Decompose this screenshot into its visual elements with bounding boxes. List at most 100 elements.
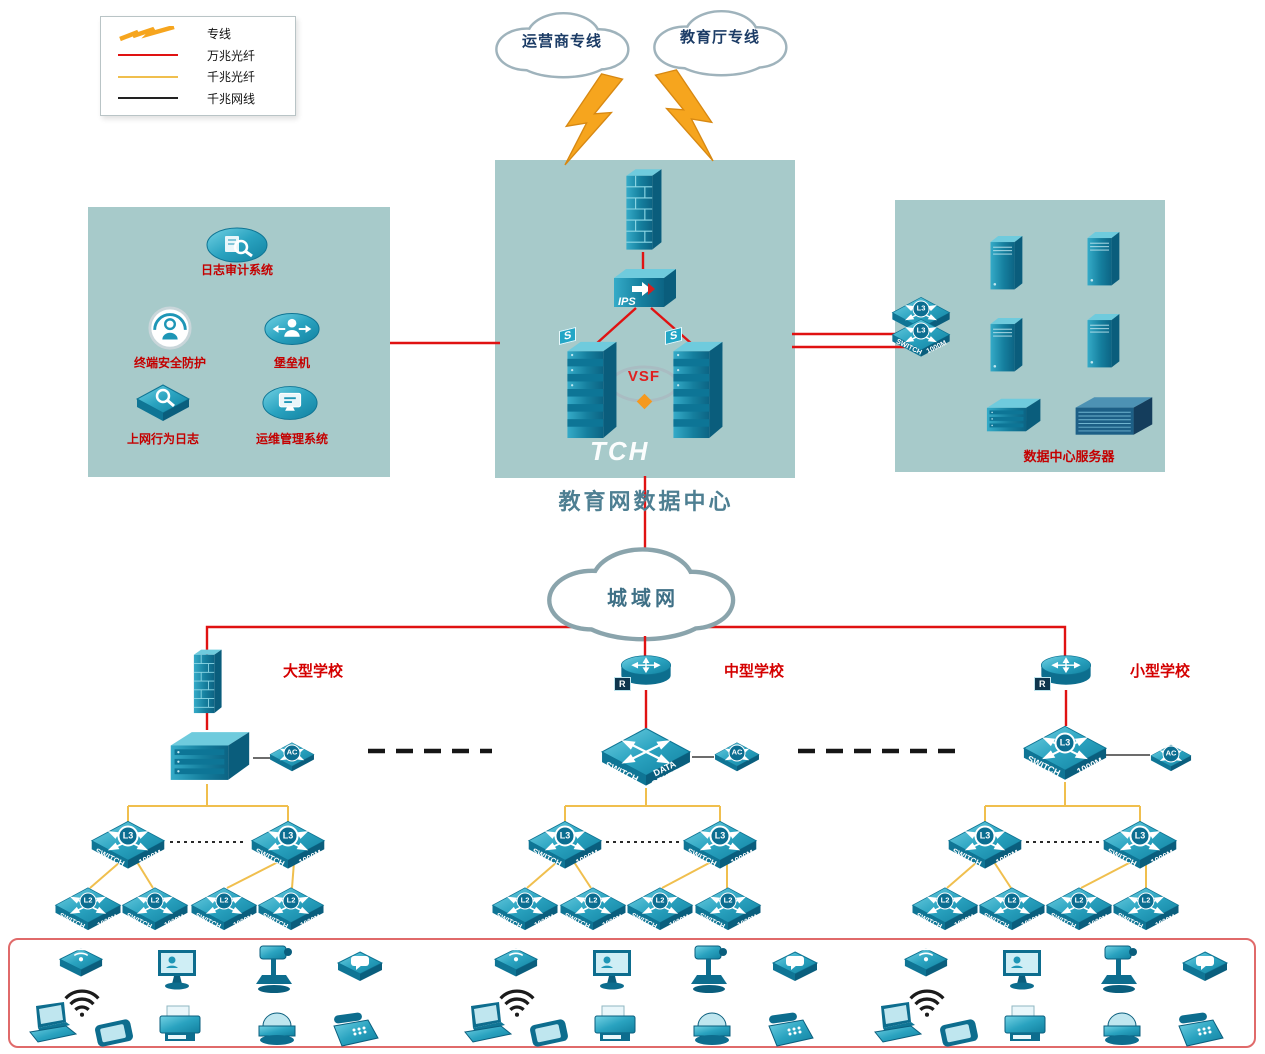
- desktop-monitor[interactable]: [997, 946, 1049, 994]
- dome-camera-icon: [258, 1012, 296, 1046]
- core-firewall[interactable]: [619, 164, 667, 254]
- wifi-ap-icon: [59, 947, 103, 978]
- l3-badge: L3: [117, 825, 139, 847]
- netlog-system[interactable]: [135, 383, 191, 425]
- dome-camera[interactable]: [688, 1002, 736, 1046]
- school-router[interactable]: R: [1034, 650, 1095, 692]
- chat-icon: [337, 951, 383, 982]
- school-firewall[interactable]: [187, 646, 227, 716]
- ptz-camera-icon: [690, 945, 728, 994]
- datacenter-title: 教育网数据中心: [558, 489, 734, 514]
- legend: 专线 万兆光纤 千兆光纤 千兆网线: [100, 16, 296, 116]
- server-tower[interactable]: [983, 230, 1029, 292]
- bastion-host[interactable]: [263, 311, 321, 347]
- monitor-icon: [158, 950, 196, 990]
- desk-phone-icon: [1178, 1011, 1224, 1047]
- desktop-monitor[interactable]: [152, 946, 204, 994]
- legend-label: 万兆光纤: [207, 48, 256, 63]
- ptz-camera[interactable]: [1095, 942, 1145, 996]
- wifi-ap[interactable]: [58, 946, 104, 986]
- ac-badge: AC: [728, 744, 746, 762]
- edu-cloud-label: 教育厅专线: [679, 29, 761, 46]
- server-tower[interactable]: [983, 312, 1029, 374]
- printer[interactable]: [590, 1002, 640, 1046]
- ptz-camera-icon: [1100, 945, 1138, 994]
- legend-label: 千兆网线: [207, 91, 256, 106]
- ac-controller[interactable]: AC: [714, 740, 760, 774]
- chat-terminal[interactable]: [1181, 950, 1229, 990]
- ac-controller[interactable]: AC: [269, 740, 315, 774]
- laptop[interactable]: [26, 1002, 78, 1044]
- desk-phone[interactable]: [1173, 1008, 1227, 1050]
- desk-phone[interactable]: [328, 1008, 382, 1050]
- l2-badge: L2: [1003, 892, 1021, 910]
- ops-management[interactable]: [261, 384, 319, 422]
- chat-terminal[interactable]: [771, 950, 819, 990]
- l2-badge: L2: [1070, 892, 1088, 910]
- dc-access-switch-top[interactable]: L3: [891, 294, 951, 338]
- chat-icon: [772, 951, 818, 982]
- l3-badge: L3: [1129, 825, 1151, 847]
- firewall-icon: [625, 168, 663, 251]
- server-panel-label: 数据中心服务器: [1023, 449, 1115, 464]
- laptop[interactable]: [871, 1002, 923, 1044]
- switch-stack-icon: [673, 341, 723, 439]
- server-rack[interactable]: [1070, 392, 1156, 440]
- laptop[interactable]: [461, 1002, 513, 1044]
- terminal-security[interactable]: [147, 305, 193, 351]
- log-audit-system[interactable]: [205, 226, 269, 264]
- school-core-server[interactable]: [165, 726, 253, 786]
- l3-badge: L3: [277, 825, 299, 847]
- core-switch-stack-left[interactable]: S: [558, 326, 624, 444]
- wifi-ap[interactable]: [493, 946, 539, 986]
- printer[interactable]: [155, 1002, 205, 1046]
- ac-controller[interactable]: AC: [1150, 742, 1192, 774]
- smartphone[interactable]: [92, 1018, 136, 1048]
- dome-camera[interactable]: [253, 1002, 301, 1046]
- smartphone[interactable]: [527, 1018, 571, 1048]
- chat-terminal[interactable]: [336, 950, 384, 990]
- storage-unit[interactable]: [983, 394, 1043, 436]
- desk-phone[interactable]: [763, 1008, 817, 1050]
- small-school-label: 小型学校: [1129, 663, 1191, 680]
- printer[interactable]: [1000, 1002, 1050, 1046]
- ptz-camera[interactable]: [250, 942, 300, 996]
- dome-camera[interactable]: [1098, 1002, 1146, 1046]
- ips-device[interactable]: IPS: [606, 264, 682, 312]
- desktop-monitor[interactable]: [587, 946, 639, 994]
- school-router[interactable]: R: [614, 650, 675, 692]
- smartphone[interactable]: [937, 1018, 981, 1048]
- large-school-label: 大型学校: [282, 663, 344, 680]
- laptop-icon: [464, 1002, 512, 1043]
- server-tower[interactable]: [1080, 308, 1126, 370]
- l3-badge: L3: [912, 322, 930, 340]
- ptz-camera[interactable]: [685, 942, 735, 996]
- wifi-ap[interactable]: [903, 946, 949, 986]
- laptop-icon: [29, 1002, 77, 1043]
- server-tower[interactable]: [1080, 226, 1126, 288]
- legend-row-1g-fiber: 千兆光纤: [117, 67, 283, 87]
- core-switch-stack-right[interactable]: S: [664, 326, 730, 444]
